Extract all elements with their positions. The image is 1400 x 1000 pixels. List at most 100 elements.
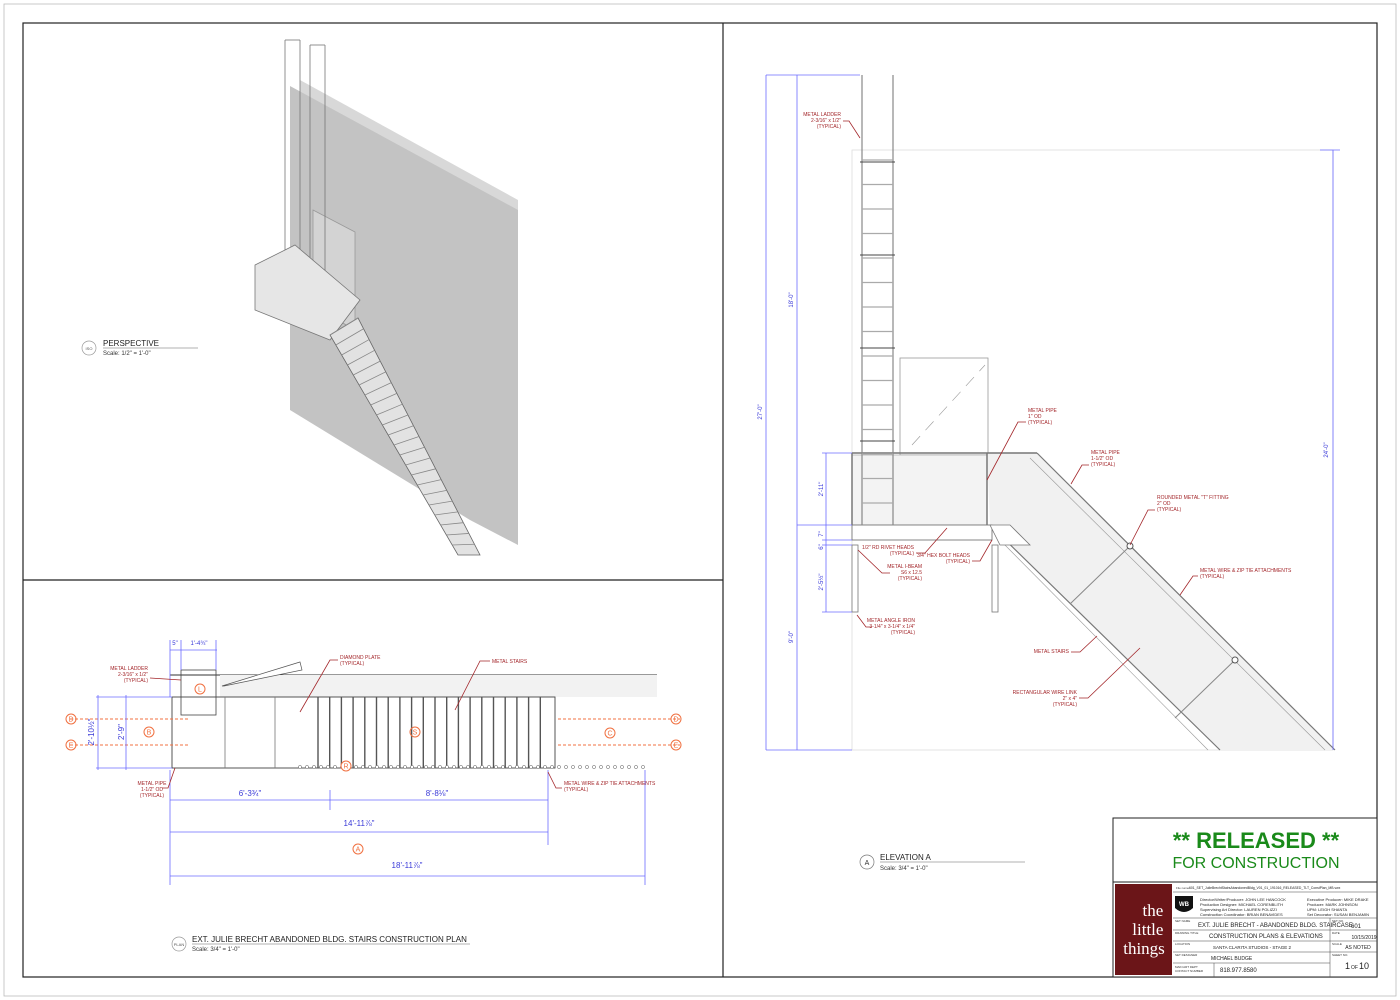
contact-number: 818.977.8580 [1220,968,1257,974]
plan-title: PLAN EXT. JULIE BRECHT ABANDONED BLDG. S… [171,935,470,953]
svg-text:2'-5½": 2'-5½" [818,574,825,591]
wall-top [300,80,518,212]
svg-text:D: D [68,717,73,724]
svg-text:LOCATION: LOCATION [1175,942,1190,946]
view-badge-label: A [865,860,870,867]
pipe-circle [326,765,330,769]
view-badge [81,340,97,356]
plan-ladder [180,669,217,716]
pipe-circle [305,765,309,769]
stair-tread [411,468,436,476]
svg-text:R: R [343,764,348,771]
stair-tread [358,371,386,386]
svg-text:B: B [147,730,152,737]
svg-text:METAL STAIRS: METAL STAIRS [1034,649,1070,655]
pipe-circle [445,765,449,769]
plan-stair-treads [317,697,541,768]
diamond-plate-ramp [221,661,303,687]
svg-text:E: E [674,743,679,750]
door [899,357,989,456]
pipe-circle [543,765,547,769]
stair-tread [452,543,475,546]
svg-text:7": 7" [819,531,825,536]
pipe-circle [417,765,421,769]
svg-text:6": 6" [819,544,825,549]
svg-text:METAL STAIRS: METAL STAIRS [492,659,528,665]
stair-stringer [989,524,1221,751]
pipe-circle [424,765,428,769]
sheet-number: 1OF10 [1345,961,1369,971]
pipe-circle [592,765,596,769]
pipe-circle [396,765,400,769]
svg-text:DATE: DATE [1332,931,1340,935]
stair-tread [329,317,359,336]
file-name: 601_SET_JulieBrechtStairsAbandonedBldg_V… [1189,886,1341,890]
pipe-circle [627,765,631,769]
elevation-dimensions: 27'-0" 18'-0" 9'-0" 24'-0" 2'-11" 7" 6" … [758,74,1340,751]
view-badge [859,854,875,870]
svg-text:S: S [413,730,418,737]
svg-text:METAL WIRE & ZIP TIE ATTACHMEN: METAL WIRE & ZIP TIE ATTACHMENTS(TYPICAL… [1200,568,1292,580]
svg-text:14'-11⅞": 14'-11⅞" [344,819,375,828]
pipe-circle [564,765,568,769]
pipe-circle [333,765,337,769]
pipe-circle [354,765,358,769]
for-construction-label: FOR CONSTRUCTION [1172,855,1339,872]
pipe-circle [473,765,477,769]
svg-text:8'-8⅛": 8'-8⅛" [426,789,449,798]
stair-tread [417,479,442,486]
date: 10/15/2019 [1351,935,1376,941]
set-name: EXT. JULIE BRECHT - ABANDONED BLDG. STAI… [1198,923,1353,929]
stair-tread [423,489,447,496]
pipe-circle [515,765,519,769]
plan-body [171,696,556,769]
svg-text:18'-11⅞": 18'-11⅞" [392,861,423,870]
leg-right [991,544,999,613]
pipe-circle [620,765,624,769]
svg-text:Executive Producer: MIKE DRAKE: Executive Producer: MIKE DRAKEProducer: … [1307,897,1369,917]
stair-tread [370,393,397,406]
svg-text:1/2" RD RIVET HEADS(TYPICAL): 1/2" RD RIVET HEADS(TYPICAL) [862,545,915,557]
svg-text:DIAMOND PLATE(TYPICAL): DIAMOND PLATE(TYPICAL) [340,655,381,667]
perspective-view: ISO PERSPECTIVE Scale: 1/2" = 1'-0" [81,39,518,556]
pipe-circle [431,765,435,769]
pipe-circle [459,765,463,769]
pipe-circle [298,765,302,769]
elevation-title: A ELEVATION A Scale: 3/4" = 1'-0" [859,853,1025,872]
pipe-circle [410,765,414,769]
stair-tread [376,403,403,416]
ladder-rungs [860,159,895,504]
pipe-circle [501,765,505,769]
svg-text:SET NO.: SET NO. [1332,919,1344,923]
svg-text:9'-0": 9'-0" [789,631,795,643]
stair-tread [399,446,425,456]
svg-text:E: E [69,743,74,750]
plan-pipe-circles [298,765,645,769]
view-title: EXT. JULIE BRECHT ABANDONED BLDG. STAIRS… [192,935,467,944]
ladder [284,39,326,290]
set-number: 601 [1351,924,1362,930]
t-fitting [1231,656,1239,664]
stair-tread [393,436,420,446]
view-badge-label: PLAN [174,942,185,947]
pipe-circle [375,765,379,769]
stair-mesh [987,453,1335,750]
stair-tread [405,457,431,466]
svg-text:2'-9": 2'-9" [117,724,126,740]
svg-text:18'-0": 18'-0" [789,292,795,307]
pipe-circle [368,765,372,769]
pipe-circle [613,765,617,769]
platform-mesh [851,454,988,526]
elevation-view: 27'-0" 18'-0" 9'-0" 24'-0" 2'-11" 7" 6" … [758,74,1340,872]
show-logo-text: the little things [1123,901,1167,958]
svg-text:Director/Writer/Producer: JOHN: Director/Writer/Producer: JOHN LEE HANCO… [1200,897,1286,917]
wall-hatch [220,675,657,697]
view-scale: Scale: 3/4" = 1'-0" [880,866,928,872]
